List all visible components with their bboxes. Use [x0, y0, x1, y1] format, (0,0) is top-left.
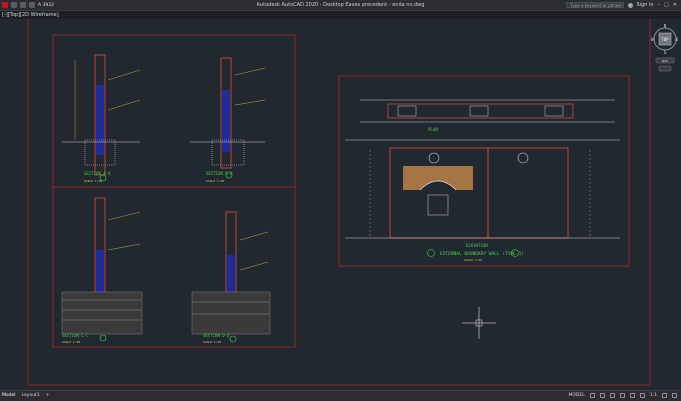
section-d: SECTION D-D SCALE 1:20 — [191, 211, 271, 344]
section-a-title: SECTION A-A — [84, 171, 111, 176]
grid-icon[interactable] — [589, 393, 595, 398]
file-name-label: A 3932 — [38, 2, 54, 8]
svg-text:SCALE 1:20: SCALE 1:20 — [62, 340, 80, 344]
user-icon[interactable] — [627, 2, 633, 8]
right-sheet-frame — [338, 75, 630, 267]
search-input[interactable]: Type a keyword or phrase — [565, 2, 624, 8]
crosshair-cursor — [462, 307, 496, 339]
snap-icon[interactable] — [599, 393, 605, 398]
tab-layout1[interactable]: Layout1 — [21, 393, 40, 398]
svg-text:N: N — [664, 24, 667, 29]
lineweight-icon[interactable] — [639, 393, 645, 398]
wcs-menu: WCS — [662, 59, 668, 63]
svg-text:SCALE 1:50: SCALE 1:50 — [464, 258, 482, 262]
section-a: SECTION A-A SCALE 1:20 — [62, 54, 141, 183]
customize-icon[interactable] — [672, 393, 677, 398]
polar-icon[interactable] — [619, 393, 625, 398]
osnap-icon[interactable] — [629, 393, 635, 398]
plan-label: PLAN — [428, 127, 438, 132]
svg-text:SCALE 1:20: SCALE 1:20 — [203, 340, 221, 344]
svg-text:E: E — [676, 37, 679, 42]
left-sheet-frame — [52, 34, 296, 348]
open-icon[interactable] — [11, 2, 17, 8]
svg-text:W: W — [651, 37, 654, 42]
sign-in-link[interactable]: Sign in — [636, 2, 654, 8]
drawing-canvas[interactable]: SECTION A-A SCALE 1:20 SECTION B-B SCALE… — [0, 11, 681, 390]
elevation-label: ELEVATION — [466, 243, 488, 248]
nav-bar[interactable] — [658, 65, 672, 72]
window-title: Autodesk AutoCAD 2020 - Desktop Eaves pr… — [256, 2, 425, 8]
add-layout-button[interactable]: + — [45, 393, 50, 398]
boundary-wall-elevation: ELEVATION EXTERNAL BOUNDARY WALL (TYPE 1… — [345, 139, 620, 262]
undo-icon[interactable] — [29, 2, 35, 8]
drawing-svg: SECTION A-A SCALE 1:20 SECTION B-B SCALE… — [27, 11, 651, 386]
annotation-scale[interactable]: 1:1 — [649, 393, 657, 398]
autocad-logo-icon[interactable] — [2, 2, 8, 8]
close-button[interactable]: ✕ — [672, 2, 677, 8]
section-d-title: SECTION D-D — [203, 333, 230, 338]
minimize-button[interactable]: – — [657, 2, 661, 8]
settings-icon[interactable] — [662, 393, 667, 398]
section-c-title: SECTION C-C — [62, 333, 89, 338]
quick-access-toolbar: A 3932 — [2, 1, 54, 9]
svg-text:SCALE 1:20: SCALE 1:20 — [206, 179, 224, 183]
viewcube-top-label: TOP — [661, 37, 669, 42]
svg-text:SCALE 1:20: SCALE 1:20 — [84, 179, 102, 183]
status-bar: Model Layout1 + MODEL 1:1 — [0, 390, 681, 401]
section-c: SECTION C-C SCALE 1:20 — [61, 197, 143, 344]
viewport-controls[interactable]: [-][Top][2D Wireframe] — [2, 12, 59, 18]
ortho-icon[interactable] — [609, 393, 615, 398]
section-b: SECTION B-B SCALE 1:20 — [190, 57, 266, 183]
boundary-wall-plan: PLAN — [360, 99, 615, 132]
sheet-title: EXTERNAL BOUNDARY WALL (TYPE 1) — [440, 251, 524, 257]
tab-model[interactable]: Model — [2, 393, 16, 398]
viewcube[interactable]: TOP N S W E WCS — [650, 24, 680, 72]
model-space-toggle[interactable]: MODEL — [568, 393, 585, 398]
title-bar: A 3932 Autodesk AutoCAD 2020 - Desktop E… — [0, 0, 681, 11]
save-icon[interactable] — [20, 2, 26, 8]
section-b-title: SECTION B-B — [206, 171, 233, 176]
maximize-button[interactable]: □ — [664, 2, 669, 8]
svg-text:S: S — [664, 50, 667, 55]
